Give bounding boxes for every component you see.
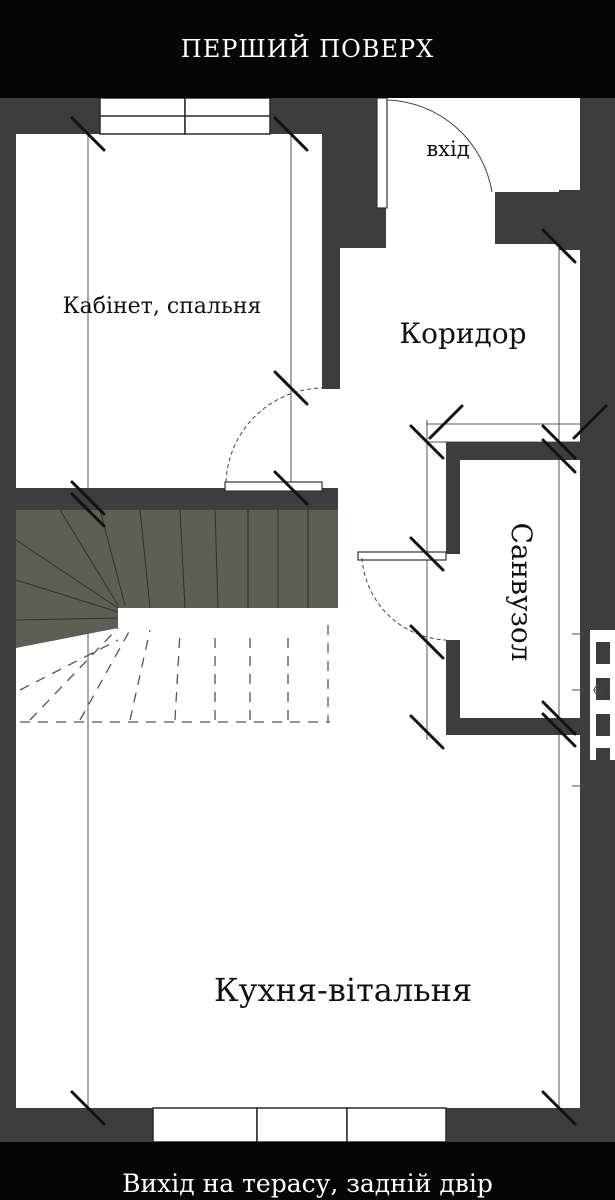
floor-plan: вхід Кабінет, спальня Коридор Санвузол К… [0,98,615,1142]
room-label-office: Кабінет, спальня [63,294,262,319]
footer-bar: Вихід на терасу, задній двір [0,1142,615,1200]
room-label-kitchen: Кухня-вітальня [214,971,472,1009]
title-bar: ПЕРШИЙ ПОВЕРХ [0,0,615,98]
windows-bottom [152,1107,447,1142]
entrance-door [376,98,493,209]
office-door [224,387,323,492]
bathroom-door [357,551,447,641]
room-label-corridor: Коридор [399,317,526,350]
dimension-ticks [70,116,608,1126]
room-label-entrance: вхід [426,137,469,161]
walls [0,98,615,1142]
room-label-bathroom: Санвузол [505,523,538,662]
page-title: ПЕРШИЙ ПОВЕРХ [180,35,435,63]
staircase [15,509,338,723]
right-wall-details [572,630,615,790]
windows-top [99,98,271,135]
footer-caption: Вихід на терасу, задній двір [122,1169,493,1198]
